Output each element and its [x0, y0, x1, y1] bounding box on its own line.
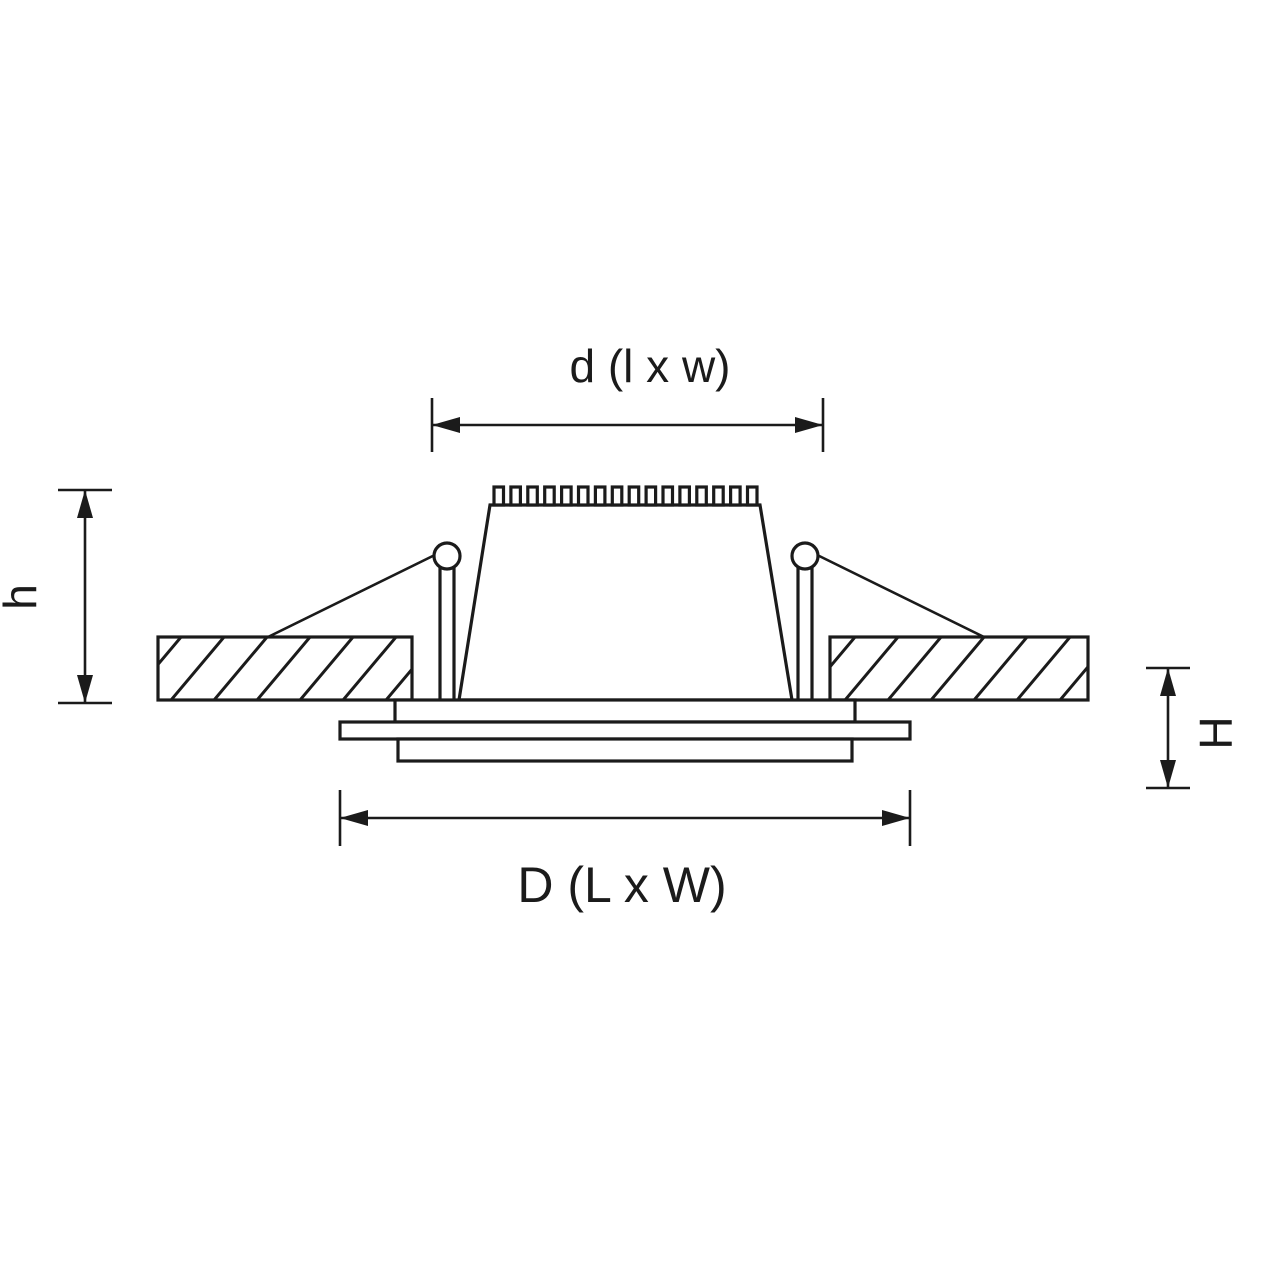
trim-flange: [338, 720, 912, 741]
arrowhead-bottom: [1160, 760, 1176, 788]
heatsink-fin: [492, 485, 506, 507]
lamp-housing: [457, 503, 794, 702]
heatsink-fin: [593, 485, 607, 507]
trim-upper: [393, 698, 857, 724]
heatsink-fin: [728, 485, 742, 507]
hatch-line: [886, 637, 944, 700]
hatch-line: [341, 637, 399, 700]
heatsink-fin: [610, 485, 624, 507]
arrowhead-right: [795, 417, 823, 433]
hatch-line: [384, 666, 412, 700]
clip-pivot: [432, 541, 462, 571]
heatsink-fin: [712, 485, 725, 507]
spring-clip-right: [790, 541, 985, 704]
hatch-line: [1015, 637, 1073, 700]
hatch-line: [1058, 664, 1088, 700]
heatsink-fin: [745, 485, 759, 507]
arrowhead-bottom: [77, 675, 93, 703]
heatsink-fin: [576, 485, 590, 507]
clip-pivot: [790, 541, 820, 571]
hatch-left: [158, 637, 412, 700]
spring-arm: [804, 547, 985, 639]
lamp-body: [457, 485, 794, 702]
ceiling-panel-right: [828, 635, 1090, 702]
dimension-visible-height: H: [1146, 666, 1242, 790]
hatch-line: [972, 637, 1030, 700]
hatch-line: [298, 637, 356, 700]
hatch-line: [929, 637, 987, 700]
hatch-line: [830, 637, 858, 670]
hatch-line: [158, 637, 184, 667]
clip-pin: [438, 566, 456, 704]
arrowhead-left: [432, 417, 460, 433]
hatch-line: [169, 637, 227, 700]
overall-dimension-label: D (L x W): [517, 857, 726, 913]
dimension-overall: D (L x W): [338, 790, 912, 913]
arrowhead-top: [1160, 668, 1176, 696]
arrowhead-top: [77, 490, 93, 518]
dimension-cutout: d (l x w): [430, 340, 825, 452]
heatsink-fin: [627, 485, 641, 507]
heatsink-fin: [661, 485, 675, 507]
trim-lower: [396, 737, 854, 763]
spring-clip-left: [267, 541, 462, 704]
arrowhead-right: [882, 810, 910, 826]
hatch-right: [830, 637, 1088, 700]
ceiling-panel-left: [156, 635, 414, 702]
hatch-line: [255, 637, 313, 700]
spring-arm: [267, 547, 448, 639]
heatsink-fin: [526, 485, 539, 507]
heatsink-fin: [695, 485, 708, 507]
heatsink-fin: [509, 485, 522, 507]
dimension-recess-depth: h: [0, 488, 112, 705]
hatch-line: [212, 637, 270, 700]
heatsink-fin: [559, 485, 573, 507]
heatsink-fin: [644, 485, 658, 507]
arrowhead-left: [340, 810, 368, 826]
heatsink-fins: [492, 485, 759, 507]
heatsink-fin: [543, 485, 556, 507]
heatsink-fin: [678, 485, 692, 507]
hatch-line: [843, 637, 901, 700]
clip-pin: [796, 566, 814, 704]
cutout-dimension-label: d (l x w): [570, 340, 731, 392]
visible-height-label: H: [1190, 716, 1242, 749]
trim-ring: [338, 698, 912, 763]
recess-depth-label: h: [0, 584, 46, 610]
